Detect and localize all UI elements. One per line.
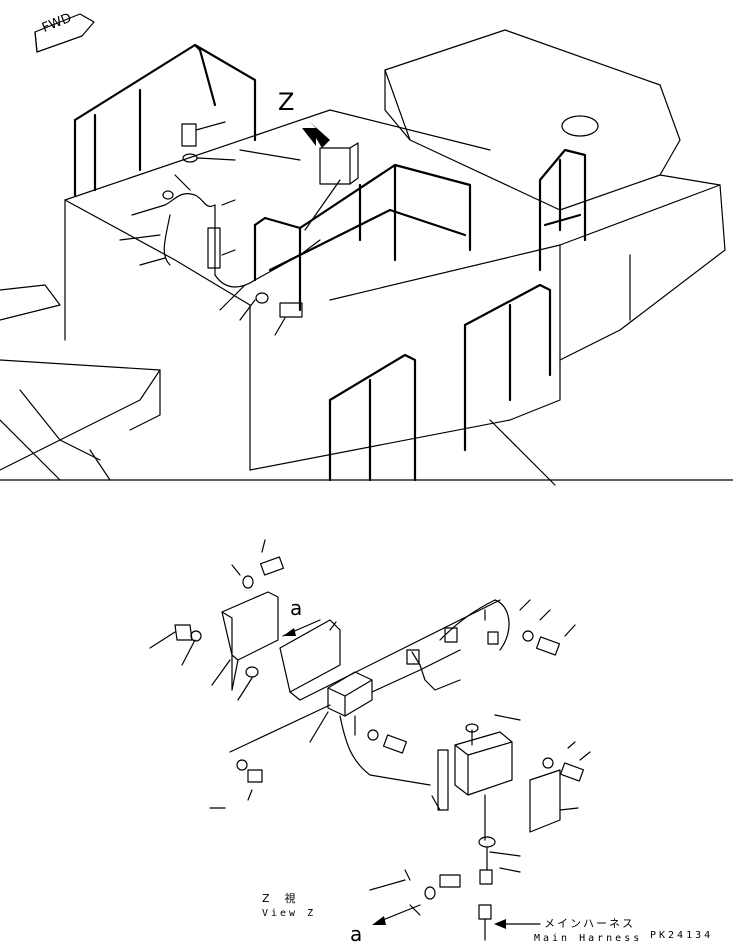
main-harness-arrow-icon xyxy=(494,919,541,929)
controller-unit xyxy=(327,671,431,786)
lower-leader-lines xyxy=(149,539,591,891)
center-handrail xyxy=(253,163,472,312)
detail-a-top-label: a xyxy=(290,596,303,620)
view-z-caption-jp: Z 視 xyxy=(262,892,298,905)
lower-bolts xyxy=(174,556,585,916)
main-harness-label-jp: メインハーネス xyxy=(544,917,635,930)
mounting-bracket xyxy=(221,591,279,691)
right-handrail xyxy=(538,148,587,272)
view-z-arrow-icon xyxy=(302,122,330,148)
upper-harness xyxy=(163,142,359,288)
main-harness-label-en: Main Harness xyxy=(534,933,643,944)
a-arrow-bottom-icon xyxy=(372,904,421,925)
lower-harness xyxy=(371,599,510,693)
view-z-letter: Z xyxy=(278,88,295,116)
rear-body xyxy=(0,284,161,481)
fwd-arrow-icon xyxy=(34,13,95,53)
detail-a-bottom-label: a xyxy=(350,922,363,946)
a-arrow-top-icon xyxy=(282,619,321,637)
upper-leader-lines xyxy=(119,121,301,336)
view-z-caption-en: View Z xyxy=(262,908,317,919)
left-handrail xyxy=(73,43,257,197)
machine-body xyxy=(0,29,733,486)
upper-bolts xyxy=(162,123,303,318)
lower-handrail xyxy=(328,283,552,482)
junction-box xyxy=(437,723,513,941)
label-plate xyxy=(529,769,561,833)
part-code-label: PK24134 xyxy=(650,930,714,941)
controller-plate xyxy=(279,599,501,701)
